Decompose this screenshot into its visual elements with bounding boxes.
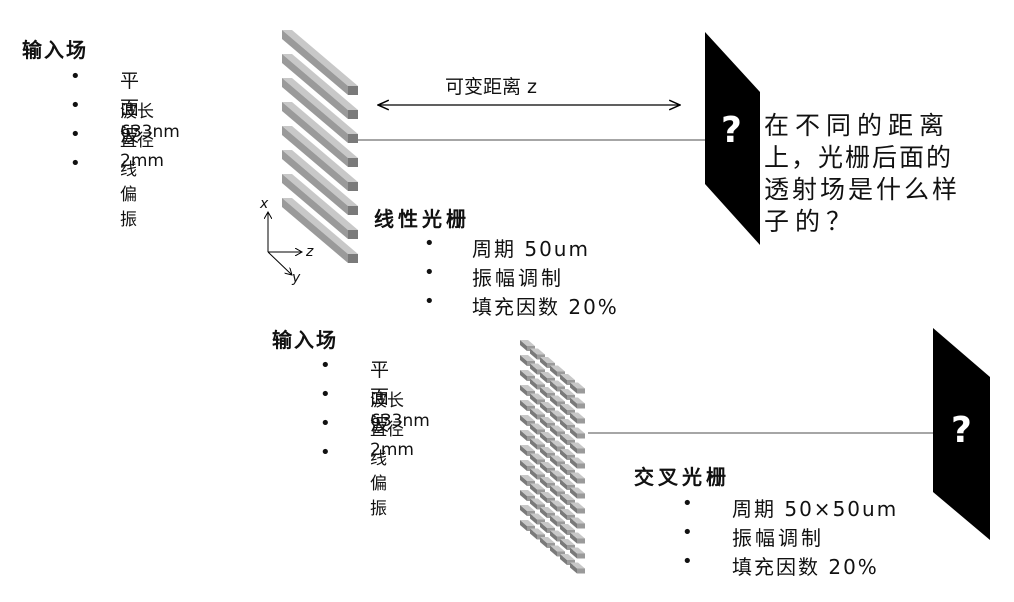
cross-grating-cell (570, 442, 585, 454)
grating-bar (282, 198, 358, 263)
question-text: 在不同的距离 上，光栅后面的 透射场是什么样 子的？ (764, 111, 961, 236)
grating-bar (282, 102, 358, 167)
cross-grating-cell (570, 502, 585, 514)
grating-bar (282, 30, 358, 95)
axis-indicator (268, 212, 302, 275)
bottom-input-heading: 输入场 (272, 328, 338, 352)
grating-bar (282, 126, 358, 191)
observation-screen-top (705, 32, 760, 245)
axis-label-z: z (306, 244, 314, 260)
cross-grating-cell (570, 397, 585, 409)
distance-label: 可变距离 z (445, 76, 538, 98)
screen-question-mark-bottom: ? (951, 410, 972, 451)
grating-bar (282, 150, 358, 215)
linear-grating (282, 30, 358, 263)
cross-grating-cell (570, 457, 585, 469)
axis-label-x: x (260, 196, 269, 212)
grating-bar (282, 78, 358, 143)
cross-grating-cell (570, 562, 585, 574)
screen-question-mark-top: ? (721, 110, 742, 151)
cross-grating-heading: 交叉光栅 (634, 465, 730, 489)
top-input-heading: 输入场 (22, 38, 88, 62)
grating-bar (282, 54, 358, 119)
cross-grating-cell (570, 532, 585, 544)
linear-grating-heading: 线性光栅 (374, 207, 470, 231)
cross-grating-cell (570, 412, 585, 424)
cross-grating (520, 340, 585, 574)
observation-screen-bottom (933, 328, 990, 540)
cross-grating-cell (570, 427, 585, 439)
cross-grating-cell (570, 517, 585, 529)
axis-label-y: y (292, 270, 301, 286)
cross-grating-cell (570, 382, 585, 394)
grating-bar (282, 174, 358, 239)
cross-grating-cell (570, 547, 585, 559)
cross-grating-cell (570, 472, 585, 484)
cross-grating-cell (570, 487, 585, 499)
